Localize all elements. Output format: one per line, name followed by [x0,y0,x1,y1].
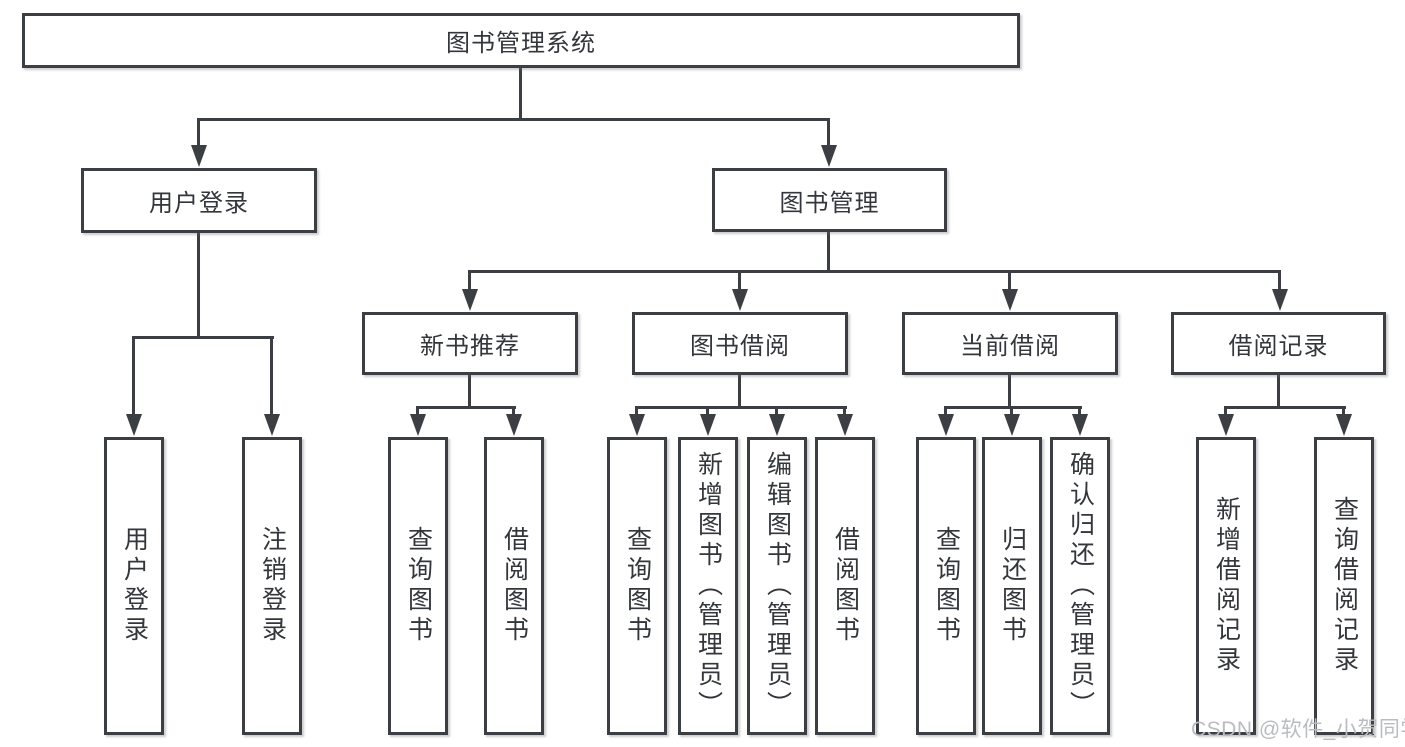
connector-arrow-down [1224,406,1227,415]
node-confirm-return-admin: 确认归还（管理员） [1050,437,1110,735]
connector-arrow-down [843,406,846,415]
connector-arrow-down [416,406,419,415]
connector-arrow-down [1078,406,1081,415]
node-borrowing-records: 借阅记录 [1171,312,1386,375]
node-user-login: 用户登录 [81,168,317,233]
connector-arrow-down [468,270,471,290]
node-borrow-books: 借阅图书 [484,437,544,735]
connector-current-bar [944,406,1082,409]
connector-root-stem [519,66,522,120]
connector-arrow-down [1008,270,1011,290]
connector-borrowing-stem [738,375,741,409]
node-user-login-leaf: 用户登录 [104,437,164,735]
node-query-books: 查询图书 [916,437,976,735]
node-query-borrow-record: 查询借阅记录 [1314,437,1374,735]
node-add-books-admin: 新增图书（管理员） [678,437,738,735]
connector-user-login-stem [197,233,200,339]
connector-records-stem [1277,375,1280,409]
connector-current-stem [1008,375,1011,409]
connector-borrowing-bar [636,406,847,409]
connector-user-login-bar [133,336,274,339]
connector-arrow-down [827,118,830,146]
connector-arrow-down [738,270,741,290]
connector-arrow-down [132,336,135,415]
node-current-borrowing: 当前借阅 [902,312,1118,375]
connector-root-bar [198,118,830,121]
node-return-books: 归还图书 [982,437,1042,735]
node-book-borrowing: 图书借阅 [632,312,848,375]
connector-arrow-down [775,406,778,415]
node-query-books: 查询图书 [607,437,667,735]
node-new-book-recommendation: 新书推荐 [362,312,578,375]
connector-arrow-down [944,406,947,415]
connector-arrow-down [512,406,515,415]
node-borrow-books: 借阅图书 [815,437,875,735]
connector-arrow-down [197,118,200,146]
connector-records-bar [1224,406,1346,409]
connector-arrow-down [635,406,638,415]
node-library-management-system: 图书管理系统 [22,13,1020,68]
node-logout: 注销登录 [242,437,302,735]
node-add-borrow-record: 新增借阅记录 [1196,437,1256,735]
connector-arrow-down [1278,270,1281,290]
connector-arrow-down [1010,406,1013,415]
connector-arrow-down [270,336,273,415]
connector-new-book-bar [417,406,516,409]
connector-book-mgmt-stem [827,232,830,273]
connector-book-mgmt-bar [468,270,1280,273]
connector-arrow-down [1342,406,1345,415]
watermark: CSDN @软件_小贺同学 [1191,718,1405,741]
node-edit-books-admin: 编辑图书（管理员） [747,437,807,735]
node-book-management: 图书管理 [712,168,947,232]
node-query-books: 查询图书 [388,437,448,735]
connector-new-book-stem [468,375,471,409]
connector-arrow-down [706,406,709,415]
